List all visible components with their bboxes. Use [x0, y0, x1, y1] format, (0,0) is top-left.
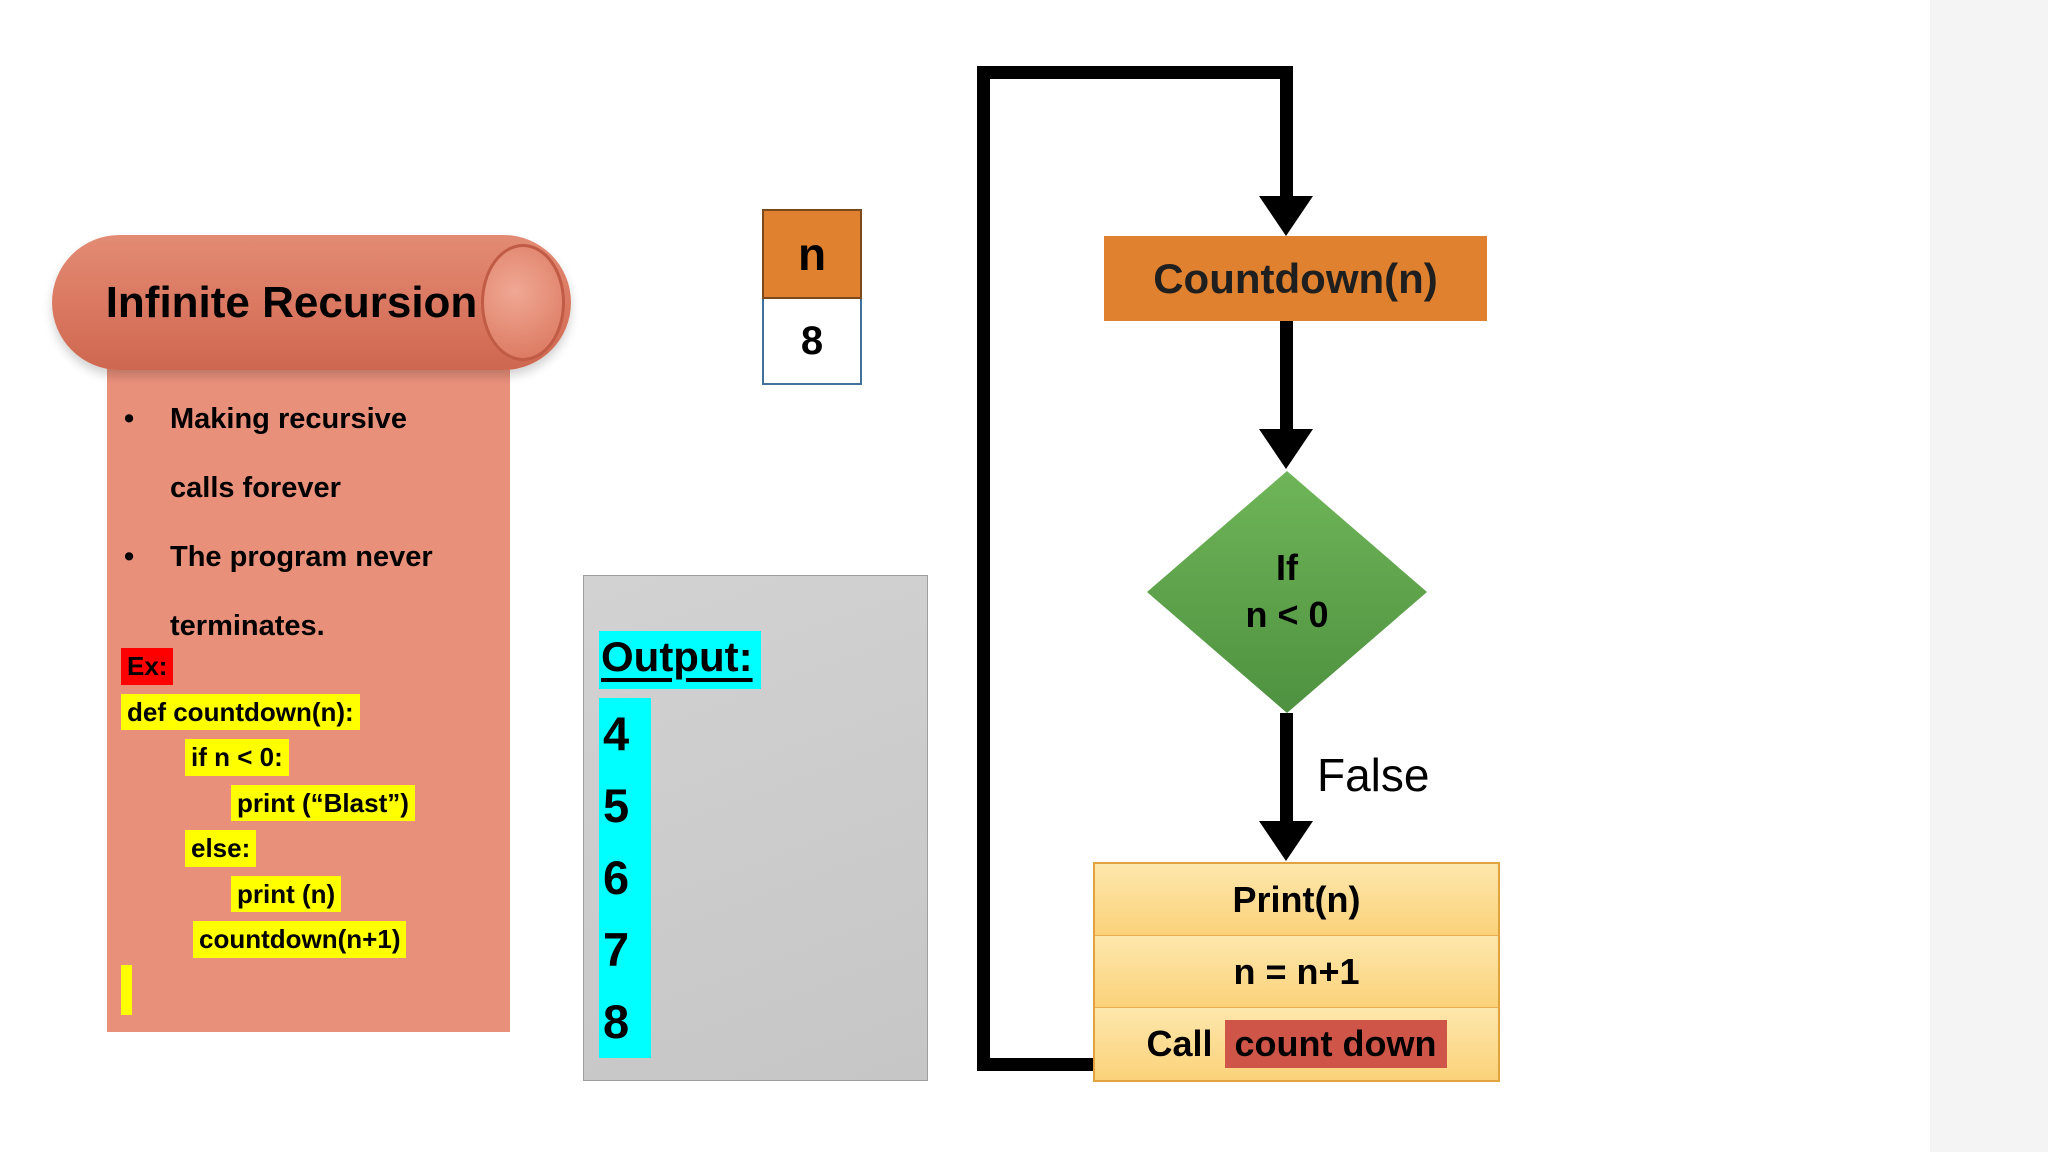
code-text: else:	[185, 830, 257, 867]
loop-arrow-top-segment	[977, 66, 1293, 79]
code-text: print (“Blast”)	[231, 784, 415, 821]
scroll-banner-body	[107, 350, 510, 1032]
ex-label: Ex:	[121, 648, 174, 685]
code-line: Ex:	[121, 648, 501, 685]
code-line: print (n)	[121, 875, 501, 912]
process-row-call: Call count down	[1095, 1008, 1498, 1080]
code-line: else:	[121, 830, 501, 867]
loop-arrow-vertical-segment	[977, 66, 990, 1071]
flowchart-process-box: Print(n) n = n+1 Call count down	[1093, 862, 1500, 1082]
code-block: Ex: def countdown(n): if n < 0: print (“…	[121, 648, 501, 967]
output-value: 5	[603, 779, 630, 832]
call-highlight-text: count down	[1224, 1020, 1447, 1068]
call-prefix-text: Call	[1146, 1023, 1213, 1064]
bullet-list: • Making recursive calls forever • The p…	[124, 385, 454, 661]
variable-table: n 8	[762, 209, 862, 385]
loop-arrow-bottom-segment	[977, 1058, 1093, 1071]
flowchart-decision-diamond: If n < 0	[1147, 471, 1427, 713]
page-title: Infinite Recursion	[105, 277, 478, 327]
code-line: countdown(n+1)	[121, 921, 501, 958]
list-item: • The program never terminates.	[124, 523, 454, 661]
loop-arrow-down-segment	[1280, 66, 1293, 200]
output-value: 7	[603, 923, 630, 976]
output-value: 4	[603, 707, 630, 760]
scroll-curl-icon	[481, 244, 565, 361]
code-text: print (n)	[231, 875, 342, 912]
loop-arrowhead-icon	[1259, 196, 1313, 236]
code-line: print (“Blast”)	[121, 784, 501, 821]
arrow-start-to-decision	[1280, 321, 1293, 433]
code-line: def countdown(n):	[121, 693, 501, 730]
decision-line-2: n < 0	[1245, 594, 1329, 635]
arrowhead-start-to-decision-icon	[1259, 429, 1313, 469]
output-values: 4 5 6 7 8	[599, 698, 651, 1058]
output-value: 6	[603, 851, 630, 904]
process-row-print: Print(n)	[1095, 864, 1498, 936]
variable-value: 8	[762, 299, 862, 385]
arrowhead-decision-to-process-icon	[1259, 821, 1313, 861]
list-item: • Making recursive calls forever	[124, 385, 454, 523]
code-text: countdown(n+1)	[193, 921, 407, 958]
flowchart-start-box: Countdown(n)	[1104, 236, 1487, 321]
variable-header: n	[762, 209, 862, 299]
bullet-dot: •	[124, 403, 135, 435]
text-cursor-mark	[121, 965, 132, 1015]
output-panel: Output: 4 5 6 7 8	[583, 575, 928, 1081]
code-line: if n < 0:	[121, 739, 501, 776]
output-value: 8	[603, 995, 630, 1048]
arrow-decision-to-process	[1280, 713, 1293, 825]
code-text: def countdown(n):	[121, 693, 360, 730]
code-text: if n < 0:	[185, 739, 289, 776]
bullet-text: Making recursive calls forever	[170, 403, 407, 504]
output-label: Output:	[599, 631, 761, 689]
bullet-dot: •	[124, 541, 135, 573]
decision-line-1: If	[1276, 547, 1298, 589]
slide-edge	[1930, 0, 2048, 1152]
scroll-banner-cylinder: Infinite Recursion	[52, 235, 571, 370]
process-row-increment: n = n+1	[1095, 936, 1498, 1008]
bullet-text: The program never terminates.	[170, 541, 433, 642]
false-branch-label: False	[1317, 749, 1430, 801]
